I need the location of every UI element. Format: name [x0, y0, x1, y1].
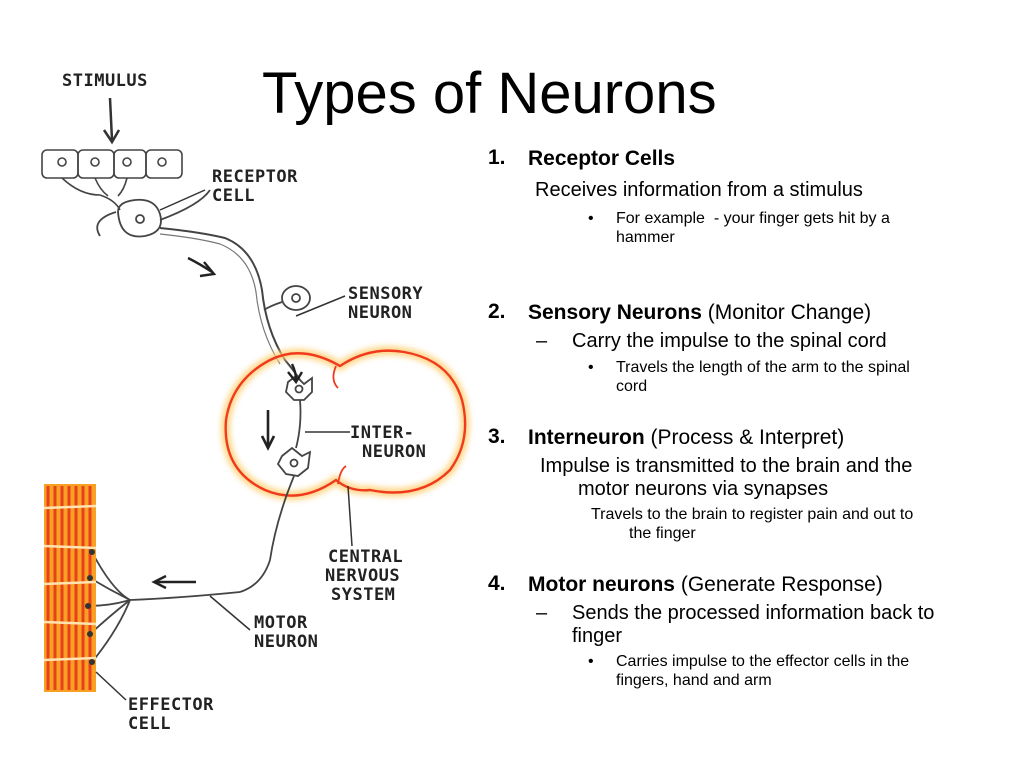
item-detail: • Carries impulse to the effector cells …: [588, 652, 988, 690]
sensory-neuron-label-2: NEURON: [348, 303, 412, 323]
sensory-axon-inner: [159, 233, 281, 365]
item-detail: Travels to the brain to register pain an…: [591, 505, 1011, 543]
item-detail: • Travels the length of the arm to the s…: [588, 358, 988, 396]
slide-title: Types of Neurons: [262, 61, 717, 126]
item-name: Sensory Neurons: [528, 301, 702, 324]
cns-label-2: NERVOUS: [325, 566, 400, 586]
sensory-neuron-label-1: SENSORY: [348, 284, 423, 304]
sensory-pointer-line: [295, 295, 346, 317]
cns-pointer-line: [347, 485, 353, 547]
receptor-cell-label-2: CELL: [212, 186, 255, 206]
item-description: Impulse is transmitted to the brain and …: [540, 455, 1010, 501]
list-item-motor-neurons: 4. Motor neurons (Generate Response) – S…: [488, 572, 1008, 689]
item-name: Interneuron: [528, 426, 645, 449]
effector-muscle-fibres: [43, 484, 97, 692]
detail-line: Carries impulse to the effector cells in…: [616, 653, 910, 670]
stimulus-label: STIMULUS: [62, 71, 148, 91]
item-description: Sends the processed information back to …: [572, 602, 1006, 648]
list-item-interneuron: 3. Interneuron (Process & Interpret) Imp…: [488, 425, 1008, 542]
item-description: Carry the impulse to the spinal cord: [572, 330, 887, 352]
item-name: Receptor Cells: [528, 147, 676, 170]
list-item-receptor-cells: 1. Receptor Cells Receives information f…: [488, 146, 1008, 246]
impulse-arrow-down-right: [187, 256, 217, 278]
sensory-neuron-body: [263, 285, 311, 311]
detail-line: Travels the length of the arm to the spi…: [616, 359, 910, 376]
item-role: (Process & Interpret): [644, 426, 845, 449]
detail-line: hammer: [616, 229, 675, 246]
description-line: finger: [572, 625, 623, 647]
bullet-marker: •: [588, 359, 594, 376]
item-number: 2.: [488, 300, 506, 323]
spinal-cord-cross-section: [221, 346, 470, 501]
cns-label-1: CENTRAL: [328, 547, 403, 567]
interneuron-label-1: INTER-: [350, 423, 414, 443]
stimulus-arrow: [102, 97, 121, 145]
effector-cell-label-1: EFFECTOR: [128, 695, 214, 715]
detail-line: the finger: [629, 525, 696, 542]
item-number: 4.: [488, 572, 506, 595]
item-number: 3.: [488, 425, 506, 448]
item-number: 1.: [488, 146, 506, 169]
item-role: (Monitor Change): [701, 301, 872, 324]
impulse-arrow-into-cord: [287, 363, 304, 385]
motor-pointer-line: [209, 595, 251, 631]
bullet-marker: •: [588, 210, 594, 227]
item-role: (Generate Response): [675, 573, 883, 596]
detail-line: Travels to the brain to register pain an…: [591, 506, 914, 523]
description-line: motor neurons via synapses: [578, 478, 829, 500]
interneuron-label-2: NEURON: [362, 442, 426, 462]
bullet-marker: •: [588, 653, 594, 670]
receptor-cell-label-1: RECEPTOR: [212, 167, 298, 187]
receptor-cell-body: [96, 189, 211, 238]
effector-pointer-line: [95, 671, 127, 701]
receptor-cells: [41, 149, 183, 211]
effector-cell-label-2: CELL: [128, 714, 171, 734]
receptor-pointer-line: [159, 189, 206, 211]
item-detail: • For example - your finger gets hit by …: [588, 209, 968, 247]
description-line: Impulse is transmitted to the brain and …: [540, 455, 913, 477]
detail-line: For example - your finger gets hit by a: [616, 210, 890, 227]
detail-line: fingers, hand and arm: [616, 672, 772, 689]
item-name: Motor neurons: [528, 573, 675, 596]
list-item-sensory-neurons: 2. Sensory Neurons (Monitor Change) – Ca…: [488, 300, 1008, 395]
impulse-arrow-down: [260, 410, 276, 451]
detail-line: cord: [616, 378, 648, 395]
motor-neuron-label-2: NEURON: [254, 632, 318, 652]
dash-marker: –: [536, 602, 548, 624]
description-line: Sends the processed information back to: [572, 602, 935, 624]
neuron-pathway-diagram: STIMULUS RECEPTOR CELL SENS: [41, 71, 470, 734]
cns-label-3: SYSTEM: [331, 585, 395, 605]
motor-arrow-left: [151, 574, 196, 590]
motor-neuron-label-1: MOTOR: [254, 613, 308, 633]
item-description: Receives information from a stimulus: [535, 179, 863, 201]
sensory-axon: [159, 227, 301, 381]
dash-marker: –: [536, 330, 548, 352]
motor-neuron-axon: [87, 551, 241, 663]
